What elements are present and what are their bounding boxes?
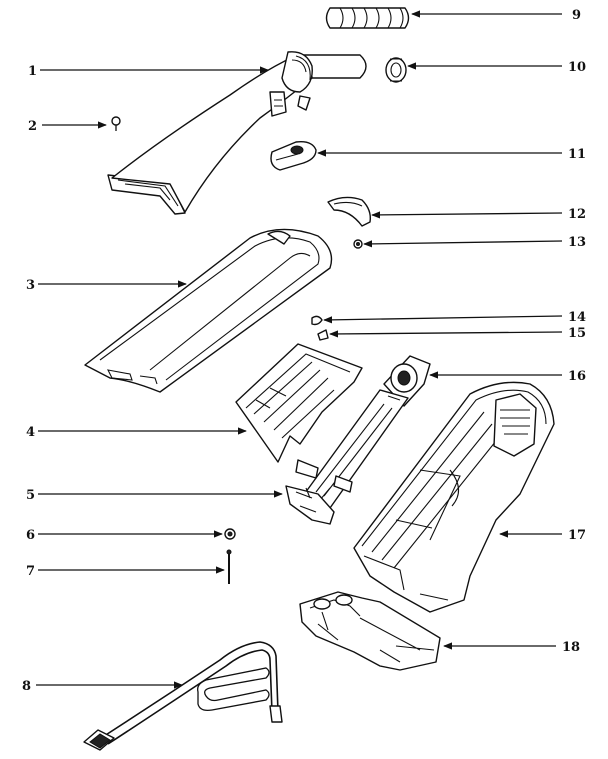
callout-1: 1 (28, 64, 37, 79)
part-11-switch (270, 140, 317, 171)
callout-9: 9 (572, 8, 581, 23)
leader-13 (363, 240, 563, 248)
callout-12: 12 (568, 207, 586, 222)
callout-6: 6 (26, 528, 35, 543)
callout-8: 8 (22, 679, 31, 694)
part-15-spring (317, 329, 329, 341)
callout-13: 13 (568, 235, 586, 250)
part-6-washer (224, 528, 236, 540)
part-1-nozzle-tube (107, 51, 367, 215)
leader-14 (323, 315, 563, 324)
callout-17: 17 (568, 528, 586, 543)
part-5-frame (285, 389, 409, 525)
callout-18: 18 (562, 640, 580, 655)
callout-14: 14 (568, 310, 586, 325)
leader-12 (371, 211, 563, 219)
part-13-nut (353, 239, 363, 249)
callout-10: 10 (568, 60, 586, 75)
part-8-power-cord (83, 641, 283, 751)
callout-labels: 1 2 3 4 5 6 7 8 9 10 11 12 13 14 15 16 1… (22, 8, 586, 694)
part-17-main-body (353, 381, 555, 613)
part-4-filter (235, 343, 363, 463)
callout-3: 3 (26, 278, 35, 293)
part-10-ring (385, 57, 407, 83)
part-3-housing-cover (84, 228, 333, 393)
callout-11: 11 (568, 147, 586, 162)
callout-7: 7 (26, 564, 35, 579)
callout-16: 16 (568, 369, 586, 384)
leader-lines (36, 10, 563, 689)
part-18-base (299, 591, 441, 671)
callout-2: 2 (28, 119, 37, 134)
part-7-pin (226, 549, 232, 584)
callout-4: 4 (26, 425, 35, 440)
part-9-hose-segment (325, 7, 410, 29)
callout-15: 15 (568, 326, 586, 341)
leader-15 (329, 330, 563, 338)
part-12-latch (327, 196, 372, 227)
callout-5: 5 (26, 488, 35, 503)
part-2-screw (111, 116, 121, 131)
part-14-clip (311, 315, 323, 326)
